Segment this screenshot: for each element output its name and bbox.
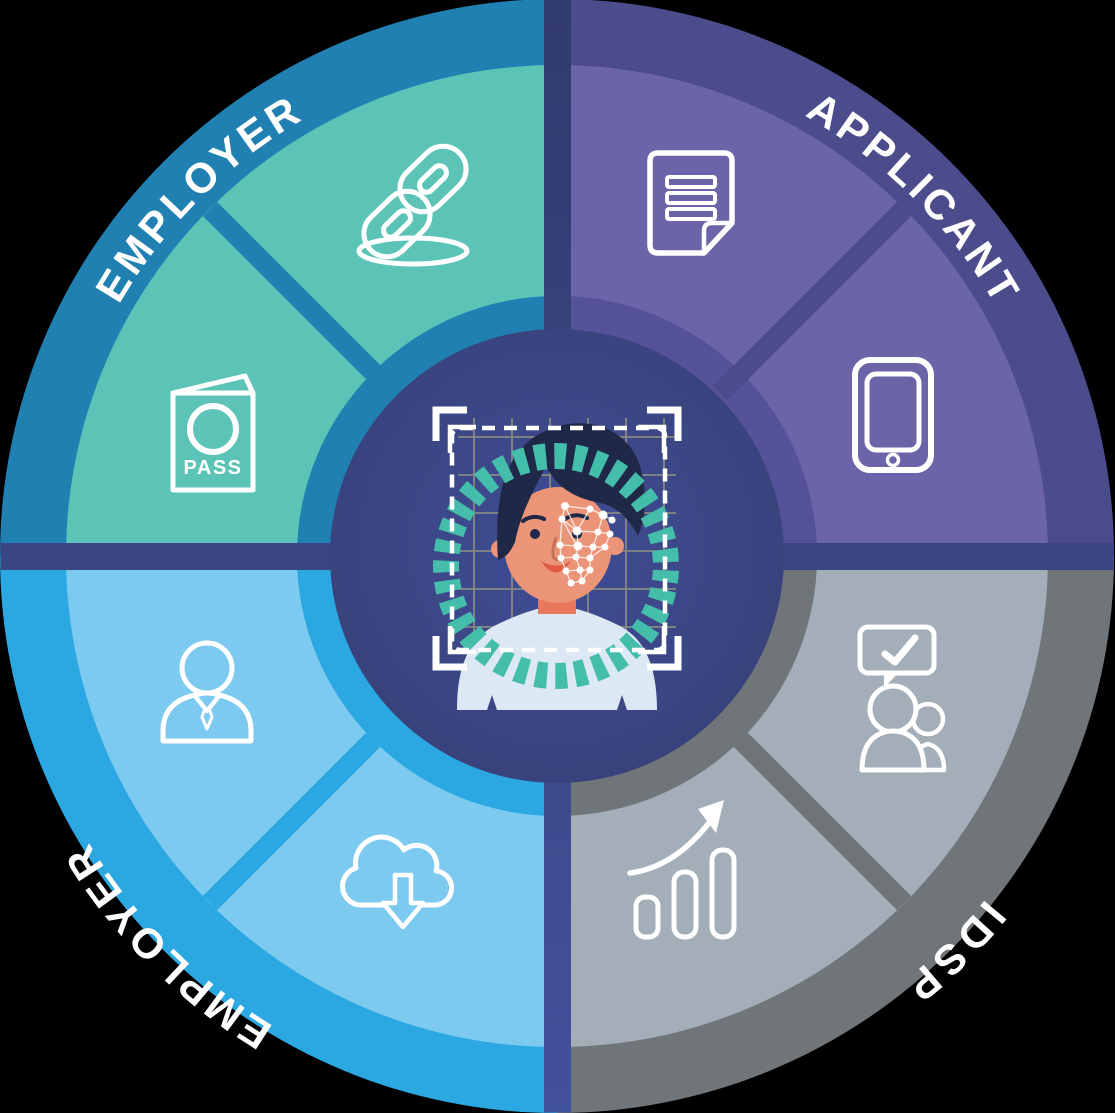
document-line-2 bbox=[665, 191, 717, 205]
cloud-outline bbox=[340, 834, 454, 908]
document-fold bbox=[701, 220, 735, 256]
left-eye bbox=[530, 529, 540, 539]
bracket-inner-top-left bbox=[447, 424, 476, 453]
growth-chart-icon bbox=[627, 800, 737, 940]
growth-arrow-curve bbox=[627, 816, 715, 876]
passport-caption: PASS bbox=[184, 457, 243, 479]
segment-dividers bbox=[202, 201, 912, 911]
divider-bottom-right bbox=[712, 711, 912, 911]
bar-small bbox=[633, 894, 661, 940]
ring-top-left bbox=[297, 296, 557, 556]
facial-recognition-illustration bbox=[432, 406, 682, 710]
left-eyebrow bbox=[521, 514, 546, 523]
bracket-outer-top-left bbox=[432, 406, 467, 441]
business-person-icon bbox=[160, 640, 254, 744]
divider-top-left bbox=[202, 201, 402, 401]
teal-progress-ring bbox=[433, 443, 679, 689]
document-outline bbox=[647, 150, 735, 256]
face-landmark-mesh bbox=[556, 502, 616, 587]
passport-front-cover bbox=[170, 390, 256, 493]
chain-lower-link bbox=[361, 188, 433, 260]
phone-screen bbox=[864, 371, 922, 453]
big-person-body bbox=[859, 728, 927, 773]
ring-bottom-right bbox=[557, 556, 817, 816]
document-icon bbox=[647, 150, 735, 256]
divider-bottom-left bbox=[202, 711, 402, 911]
passport-back-cover bbox=[170, 373, 256, 396]
dashed-focus-frame bbox=[449, 425, 668, 653]
passport-emblem bbox=[187, 403, 239, 455]
big-person-head bbox=[867, 683, 919, 735]
bar-tall bbox=[709, 847, 737, 940]
person-tie bbox=[200, 709, 214, 731]
ring-bottom-left bbox=[297, 556, 557, 816]
phone-body bbox=[852, 357, 934, 473]
document-line-3 bbox=[665, 207, 717, 221]
chat-check-people-icon bbox=[857, 624, 947, 773]
chain-link-icon bbox=[356, 143, 470, 267]
check-mark bbox=[881, 634, 919, 666]
mesh-dots bbox=[556, 502, 616, 587]
bracket-inner-top-right bbox=[638, 424, 667, 453]
inner-ring-arcs bbox=[297, 296, 817, 816]
smartphone-icon bbox=[852, 357, 934, 473]
passport-icon: PASS bbox=[170, 373, 256, 493]
bracket-outer-top-right bbox=[647, 406, 682, 441]
person-body bbox=[160, 690, 254, 744]
bracket-outer-bottom-left bbox=[432, 636, 467, 671]
growth-arrow-head bbox=[698, 800, 724, 833]
bracket-inner-bottom-right bbox=[638, 626, 667, 655]
person-portrait bbox=[457, 423, 657, 710]
cloud-download-icon bbox=[340, 834, 454, 930]
bracket-inner-bottom-left bbox=[447, 626, 476, 655]
ring-top-right bbox=[557, 296, 817, 556]
speech-bubble-tail bbox=[884, 672, 899, 688]
document-line-1 bbox=[665, 175, 717, 189]
download-arrow bbox=[380, 872, 426, 930]
camera-brackets bbox=[432, 406, 682, 671]
bracket-outer-bottom-right bbox=[647, 636, 682, 671]
bar-medium bbox=[671, 869, 699, 940]
phone-home-button bbox=[885, 452, 901, 468]
shirt bbox=[457, 606, 657, 710]
chain-upper-link bbox=[397, 143, 469, 215]
divider-top-right bbox=[712, 201, 912, 401]
